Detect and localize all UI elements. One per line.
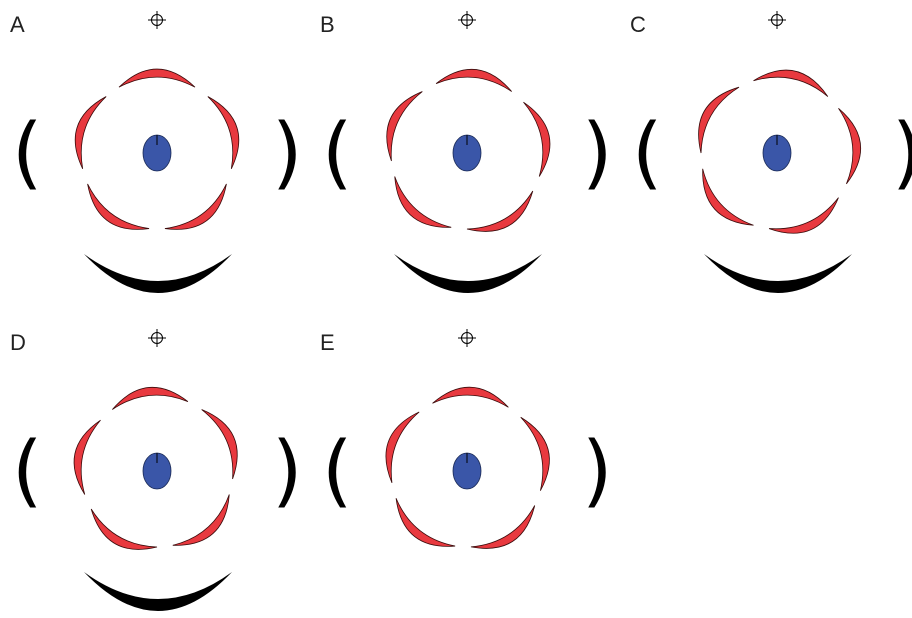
panel-d: D () [10,329,302,611]
petal [698,86,740,154]
petal [74,96,107,169]
petal [520,416,550,491]
smile-arc [84,572,232,611]
right-bracket: ) [582,426,612,516]
petal [395,498,456,547]
petal [838,108,861,185]
petal [386,91,423,162]
petal [702,168,754,226]
petal-ring [385,386,550,549]
petal [385,411,420,484]
panel-label: B [320,12,335,37]
petal [118,68,196,88]
petal-ring [74,68,240,230]
crosshair-icon [458,11,476,29]
panel-label: A [10,12,25,37]
panel-e: E () [320,329,612,549]
smile-arc [704,254,852,293]
right-bracket: ) [272,108,302,198]
left-bracket: ( [322,108,352,198]
panel-label: C [630,12,646,37]
smile-arc [394,254,542,293]
petal-ring [698,69,861,234]
petal [73,419,101,495]
petal [753,69,829,97]
petal [164,183,227,230]
right-bracket: ) [272,426,302,516]
smile-arc [84,254,232,293]
petal [394,176,452,228]
left-bracket: ( [12,426,42,516]
right-bracket: ) [582,108,612,198]
panel-a: A () [10,11,302,293]
left-bracket: ( [12,108,42,198]
petal [87,183,150,230]
petal [466,190,534,232]
panel-c: C () [630,11,912,293]
petal [432,386,509,408]
petal [172,494,230,546]
right-bracket: ) [892,108,912,198]
petal [435,69,512,92]
petal [523,101,551,177]
crosshair-icon [768,11,786,29]
panel-b: B () [320,11,612,293]
left-bracket: ( [322,426,352,516]
crosshair-icon [148,329,166,347]
petal [768,197,839,234]
petal-ring [386,69,551,232]
petal [112,387,189,410]
left-bracket: ( [632,108,662,198]
petal [207,96,240,169]
petal [470,505,536,549]
petal [201,409,238,480]
crosshair-icon [458,329,476,347]
crosshair-icon [148,11,166,29]
petal [90,508,158,550]
panel-label: E [320,330,335,355]
panel-label: D [10,330,26,355]
petal-ring [73,387,238,550]
